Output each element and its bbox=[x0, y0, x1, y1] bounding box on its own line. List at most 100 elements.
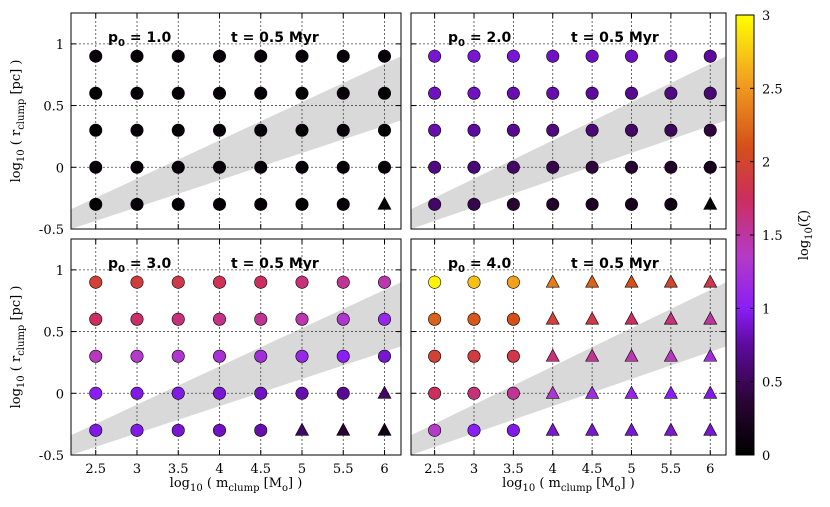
data-circle bbox=[89, 423, 103, 437]
data-circle bbox=[664, 86, 678, 100]
x-axis-labels: log10 ( mclump [Mo] )log10 ( mclump [Mo]… bbox=[170, 476, 635, 494]
shaded-band bbox=[411, 282, 726, 455]
data-triangle bbox=[545, 422, 560, 436]
label-part: 10 bbox=[16, 375, 27, 388]
data-circle bbox=[506, 123, 520, 137]
y-tick-label: 0.5 bbox=[43, 326, 64, 341]
data-circle bbox=[254, 423, 268, 437]
data-circle bbox=[213, 349, 227, 363]
label-part: clump bbox=[16, 325, 27, 356]
x-tick-label: 6 bbox=[380, 462, 388, 477]
label-part: clump bbox=[228, 483, 259, 494]
panel-frame bbox=[410, 238, 727, 456]
data-circle bbox=[89, 197, 103, 211]
y-tick-label: 1 bbox=[56, 38, 64, 53]
data-circle bbox=[130, 123, 144, 137]
data-circle bbox=[467, 197, 481, 211]
data-circle bbox=[336, 349, 350, 363]
data-circle bbox=[546, 123, 560, 137]
data-circle bbox=[254, 197, 268, 211]
data-circle bbox=[130, 197, 144, 211]
data-circle bbox=[130, 49, 144, 63]
p0-annotation: p0 = 1.0 bbox=[108, 30, 172, 49]
data-circle bbox=[89, 349, 103, 363]
x-tick-label: 3.5 bbox=[503, 462, 524, 477]
label-part: p bbox=[448, 256, 458, 272]
label-part: clump bbox=[561, 483, 592, 494]
shaded-band bbox=[71, 56, 401, 229]
data-circle bbox=[89, 123, 103, 137]
data-circle bbox=[295, 349, 309, 363]
data-circle bbox=[89, 386, 103, 400]
data-circle bbox=[171, 123, 185, 137]
time-annotation: t = 0.5 Myr bbox=[231, 256, 319, 272]
label-part: = bbox=[465, 256, 486, 272]
data-circle bbox=[336, 123, 350, 137]
data-circle bbox=[254, 386, 268, 400]
data-triangle bbox=[377, 385, 392, 399]
colorbar-tick-label: 1.5 bbox=[762, 229, 783, 244]
shaded-band bbox=[411, 56, 726, 229]
data-circle bbox=[171, 160, 185, 174]
data-circle bbox=[506, 386, 520, 400]
data-circle bbox=[89, 86, 103, 100]
y-tick-label: 0 bbox=[56, 161, 64, 176]
label-part: o bbox=[282, 483, 288, 494]
data-circle bbox=[703, 123, 717, 137]
data-circle bbox=[377, 349, 391, 363]
label-part: 3.0 bbox=[146, 256, 171, 272]
data-circle bbox=[428, 160, 442, 174]
data-circle bbox=[467, 423, 481, 437]
y-axis-title: log10 ( rclump [pc] ) bbox=[9, 286, 27, 409]
data-triangle bbox=[703, 274, 718, 288]
data-circle bbox=[130, 86, 144, 100]
data-circle bbox=[213, 49, 227, 63]
label-part: clump bbox=[16, 99, 27, 130]
data-triangle bbox=[377, 196, 392, 210]
data-circle bbox=[703, 86, 717, 100]
data-circle bbox=[254, 312, 268, 326]
data-circle bbox=[377, 49, 391, 63]
label-part: = bbox=[125, 30, 146, 46]
label-part: log bbox=[797, 240, 812, 260]
label-part: log bbox=[502, 476, 522, 491]
data-triangle bbox=[703, 422, 718, 436]
data-circle bbox=[428, 275, 442, 289]
label-part: 10 bbox=[522, 483, 535, 494]
data-circle bbox=[213, 275, 227, 289]
data-circle bbox=[506, 86, 520, 100]
data-circle bbox=[428, 423, 442, 437]
label-part: (ζ) bbox=[797, 210, 812, 227]
data-triangle bbox=[624, 274, 639, 288]
x-tick-label: 4.5 bbox=[582, 462, 603, 477]
label-part: 10 bbox=[16, 149, 27, 162]
data-circle bbox=[213, 160, 227, 174]
data-circle bbox=[467, 160, 481, 174]
data-circle bbox=[546, 86, 560, 100]
label-part: p bbox=[448, 30, 458, 46]
data-circle bbox=[585, 86, 599, 100]
data-circle bbox=[295, 275, 309, 289]
data-triangle bbox=[545, 274, 560, 288]
label-part: 0 bbox=[118, 264, 125, 275]
label-part: 0 bbox=[118, 38, 125, 49]
data-circle bbox=[89, 312, 103, 326]
data-circle bbox=[467, 123, 481, 137]
colorbar-tick-label: 0 bbox=[762, 449, 770, 464]
data-circle bbox=[377, 312, 391, 326]
label-part: 10 bbox=[804, 227, 815, 240]
data-triangle bbox=[377, 422, 392, 436]
data-circle bbox=[130, 160, 144, 174]
x-tick-label: 3 bbox=[470, 462, 478, 477]
data-triangle bbox=[663, 311, 678, 325]
data-circle bbox=[171, 423, 185, 437]
panel-frame bbox=[70, 238, 402, 456]
data-circle bbox=[171, 312, 185, 326]
data-triangle bbox=[703, 311, 718, 325]
data-circle bbox=[624, 49, 638, 63]
data-triangle bbox=[585, 348, 600, 362]
data-triangle bbox=[336, 422, 351, 436]
